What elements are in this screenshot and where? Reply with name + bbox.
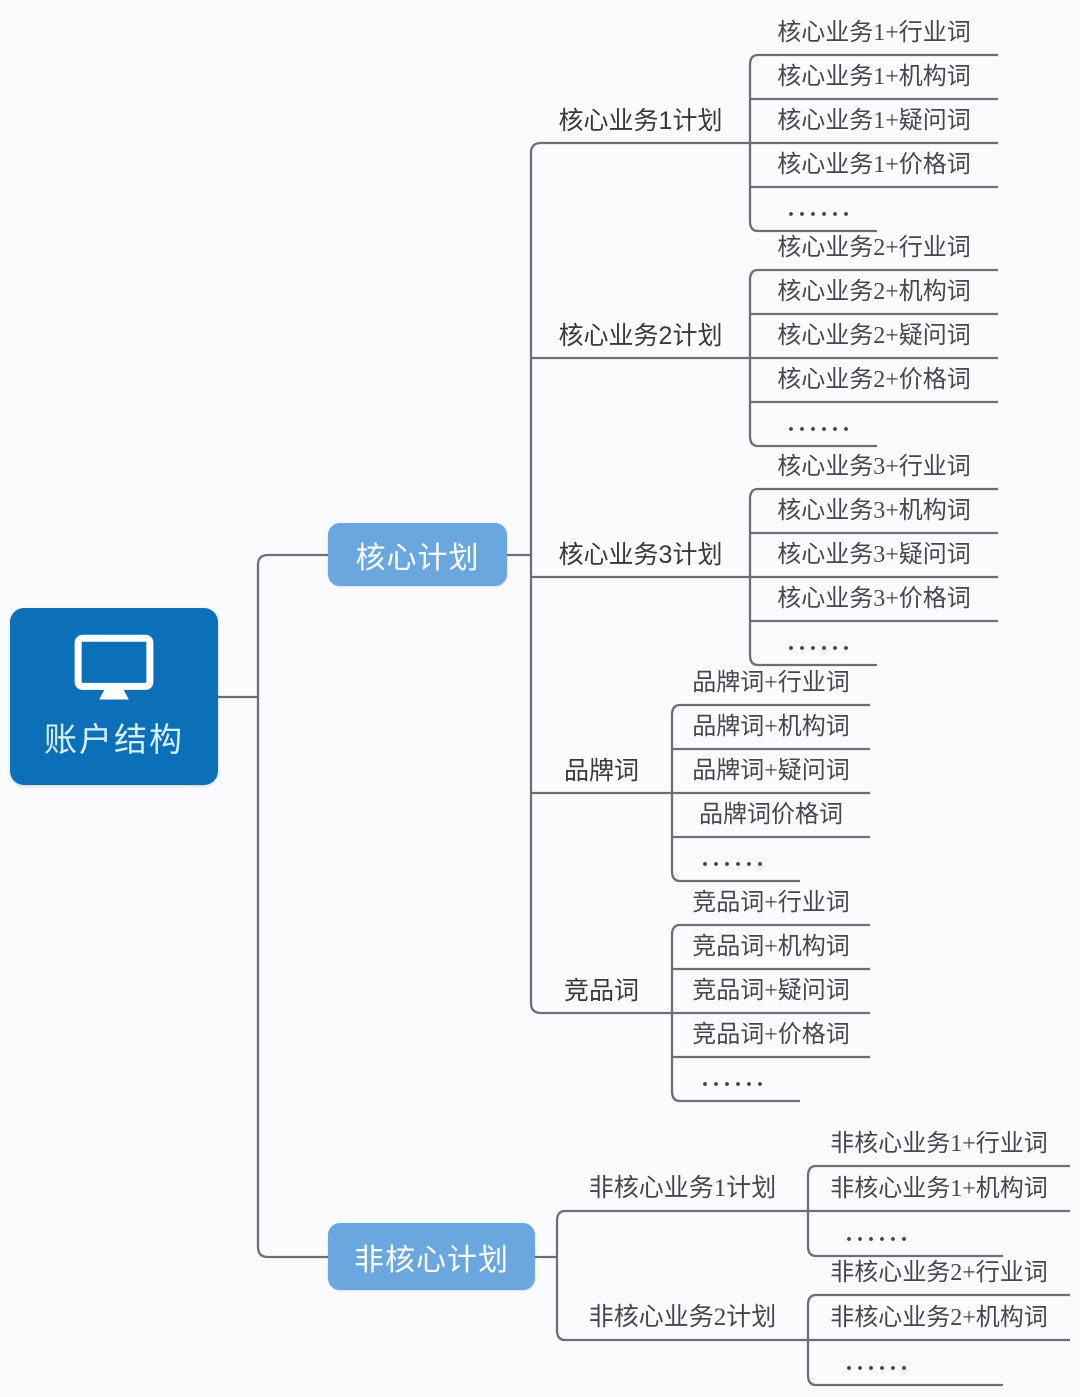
root-node-label: 账户结构 bbox=[44, 720, 184, 758]
leaf-ellipsis: ...... bbox=[788, 630, 854, 656]
leaf-label: 核心业务2+机构词 bbox=[777, 279, 971, 305]
leaf-label: 非核心业务2+行业词 bbox=[830, 1260, 1048, 1286]
group-competitor-words: 竞品词 bbox=[563, 977, 639, 1005]
leaf-label: 非核心业务1+行业词 bbox=[830, 1131, 1048, 1157]
core-group3-leaf-lines bbox=[750, 487, 998, 667]
group-core-biz1-plan: 核心业务1计划 bbox=[558, 107, 723, 135]
leaf-label: 核心业务1+疑问词 bbox=[777, 108, 971, 134]
leaf-label: 核心业务1+行业词 bbox=[777, 20, 971, 46]
leaf-ellipsis: ...... bbox=[788, 411, 854, 437]
noncore-child-lines bbox=[565, 1209, 808, 1342]
leaf-label: 核心业务3+疑问词 bbox=[777, 542, 971, 568]
noncore-group2-leaf-lines bbox=[808, 1293, 1070, 1387]
core-group2-leaf-lines bbox=[750, 268, 998, 448]
leaf-label: 核心业务1+价格词 bbox=[777, 152, 971, 178]
leaf-label: 核心业务3+机构词 bbox=[777, 498, 971, 524]
root-trunk bbox=[256, 553, 328, 1259]
leaf-label: 竞品词+价格词 bbox=[692, 1022, 850, 1048]
group-noncore-biz2-plan: 非核心业务2计划 bbox=[588, 1304, 777, 1331]
leaf-label: 核心业务2+行业词 bbox=[777, 235, 971, 261]
leaf-ellipsis: ...... bbox=[702, 846, 768, 872]
leaf-label: 核心业务2+价格词 bbox=[777, 367, 971, 393]
leaf-label: 竞品词+机构词 bbox=[692, 934, 850, 960]
leaf-label: 核心业务2+疑问词 bbox=[777, 323, 971, 349]
leaf-label: 核心业务3+行业词 bbox=[777, 454, 971, 480]
leaf-label: 非核心业务2+机构词 bbox=[830, 1305, 1048, 1331]
leaf-label: 核心业务1+机构词 bbox=[777, 64, 971, 90]
leaf-ellipsis: ...... bbox=[702, 1066, 768, 1092]
noncore-group1-leaf-lines bbox=[808, 1164, 1070, 1258]
leaf-label: 品牌词+机构词 bbox=[692, 714, 850, 740]
leaf-label: 品牌词价格词 bbox=[699, 802, 843, 828]
leaf-ellipsis: ...... bbox=[846, 1350, 912, 1376]
leaf-label: 品牌词+行业词 bbox=[692, 670, 850, 696]
branch-core-plan: 核心计划 bbox=[328, 523, 507, 586]
root-node: 账户结构 bbox=[10, 608, 218, 785]
group-brand-words: 品牌词 bbox=[563, 757, 639, 785]
leaf-label: 竞品词+疑问词 bbox=[692, 978, 850, 1004]
leaf-label: 非核心业务1+机构词 bbox=[830, 1176, 1048, 1202]
core-group4-leaf-lines bbox=[672, 703, 870, 883]
leaf-label: 核心业务3+价格词 bbox=[777, 586, 971, 612]
core-group1-leaf-lines bbox=[750, 53, 998, 233]
branch-noncore-plan: 非核心计划 bbox=[328, 1223, 535, 1290]
core-child-lines bbox=[531, 141, 750, 1015]
monitor-icon bbox=[70, 633, 158, 703]
group-noncore-biz1-plan: 非核心业务1计划 bbox=[588, 1175, 777, 1202]
noncore-trunk bbox=[555, 1209, 566, 1342]
leaf-label: 品牌词+疑问词 bbox=[692, 758, 850, 784]
core-group5-leaf-lines bbox=[672, 923, 870, 1103]
group-core-biz3-plan: 核心业务3计划 bbox=[558, 541, 723, 569]
group-core-biz2-plan: 核心业务2计划 bbox=[558, 322, 723, 350]
leaf-ellipsis: ...... bbox=[788, 196, 854, 222]
leaf-label: 竞品词+行业词 bbox=[692, 890, 850, 916]
leaf-ellipsis: ...... bbox=[846, 1221, 912, 1247]
